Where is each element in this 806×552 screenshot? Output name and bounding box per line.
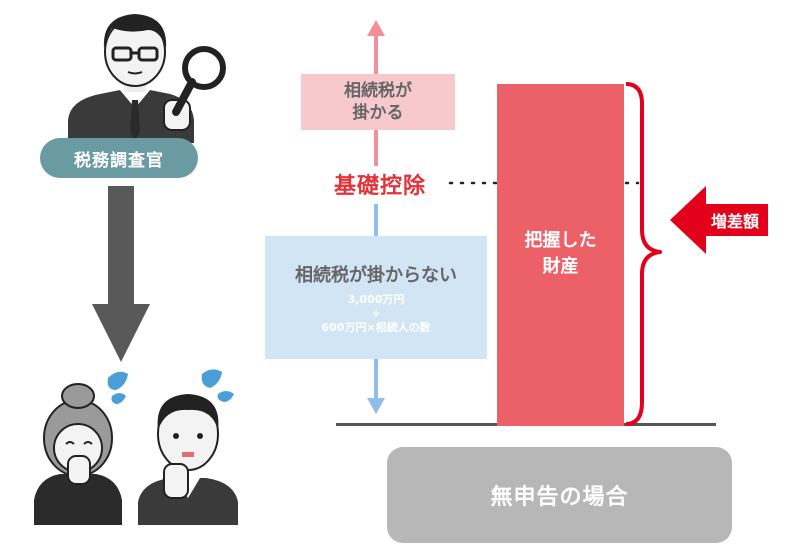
- taxed-zone-box: 相続税が 掛かる: [301, 74, 455, 130]
- tax-axis-up-line: [374, 128, 378, 166]
- no-filing-case-box: 無申告の場合: [387, 447, 732, 543]
- untaxed-formula-line-1: 3,000万円: [347, 292, 405, 306]
- untaxed-zone-box: 相続税が掛からない 3,000万円 + 600万円×相続人の数: [265, 236, 487, 359]
- tax-axis-up-arrow: [367, 20, 385, 78]
- taxed-line-1: 相続税が: [344, 81, 412, 101]
- sweat-drop-icon: [107, 371, 128, 390]
- down-arrow-icon: [92, 186, 150, 362]
- sweat-drop-icon: [201, 369, 222, 388]
- tax-axis-down-line: [374, 204, 378, 238]
- no-filing-case-label: 無申告の場合: [490, 485, 629, 510]
- inspector-badge: 税務調査官: [40, 138, 198, 178]
- increase-amount-badge: 増差額: [702, 204, 768, 236]
- tax-axis-down-arrow: [367, 358, 385, 414]
- property-line-1: 把握した: [524, 230, 597, 251]
- inspector-label: 税務調査官: [74, 150, 164, 171]
- untaxed-formula-line-2: +: [371, 306, 381, 320]
- increase-arrow-icon: [670, 186, 706, 254]
- worried-heirs-icon: [34, 369, 238, 525]
- tax-inspector-icon: [68, 14, 194, 143]
- property-line-2: 財産: [542, 256, 579, 277]
- basic-deduction-label: 基礎控除: [333, 174, 426, 199]
- increase-brace: [625, 82, 662, 426]
- known-property-bar: [497, 84, 624, 426]
- magnifier-icon: [172, 46, 226, 116]
- known-property-label: 把握した 財産: [497, 228, 624, 280]
- taxed-line-2: 掛かる: [352, 103, 404, 123]
- untaxed-formula-line-3: 600万円×相続人の数: [321, 320, 431, 334]
- untaxed-title: 相続税が掛からない: [295, 264, 457, 286]
- increase-label: 増差額: [710, 212, 759, 231]
